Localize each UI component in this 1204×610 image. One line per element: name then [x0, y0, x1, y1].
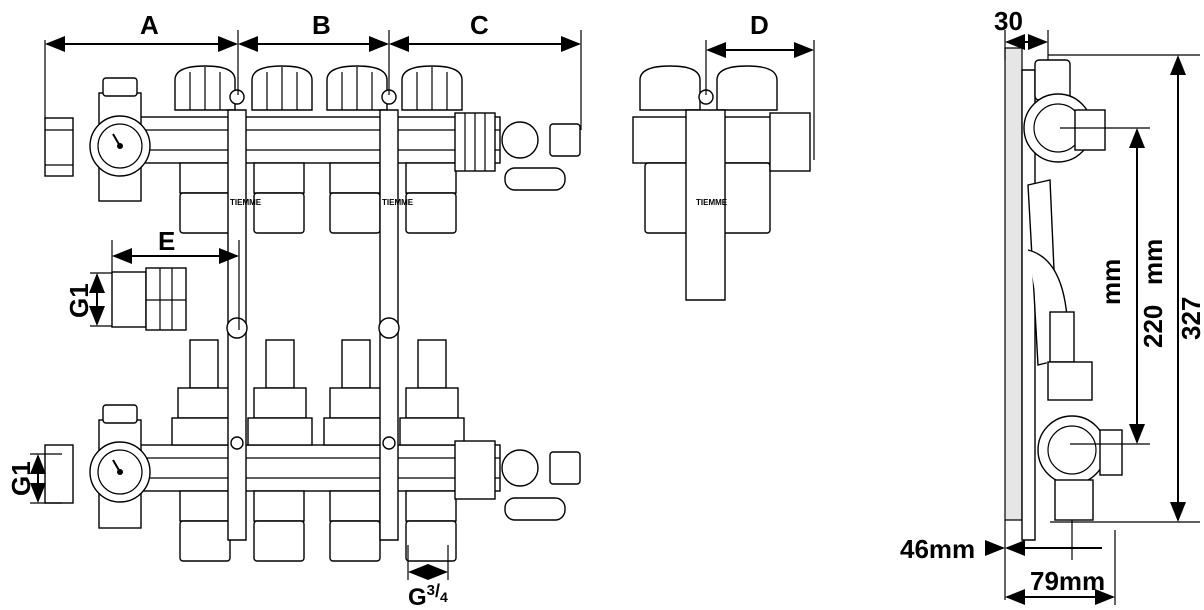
dimension-30-label: 30	[994, 6, 1023, 36]
brand-mark: TIEMME	[230, 198, 262, 207]
side-dimensions: 30 327 mm 220 mm 46mm 79mm	[900, 6, 1204, 605]
dimension-b-label: B	[312, 10, 331, 40]
dimension-220-label: 220	[1138, 305, 1168, 348]
dimension-220-unit: mm	[1138, 239, 1168, 285]
brand-mark: TIEMME	[696, 198, 728, 207]
partial-view: TIEMME	[632, 65, 811, 301]
thread-g1-top-label: G1	[64, 283, 94, 318]
thread-g1-bottom-label: G1	[6, 461, 36, 496]
dimension-a-label: A	[140, 10, 159, 40]
side-view	[1004, 47, 1123, 541]
dimension-79-label: 79mm	[1030, 566, 1105, 596]
return-manifold	[44, 339, 581, 562]
thread-g34-label: G3/4	[408, 581, 448, 610]
dimension-327-unit: mm	[1096, 259, 1126, 305]
dimension-c-label: C	[470, 10, 489, 40]
brand-mark: TIEMME	[382, 198, 414, 207]
mounting-brackets: TIEMME TIEMME	[226, 89, 414, 541]
dimension-e-label: E	[158, 226, 175, 256]
dimension-46-label: 46mm	[900, 534, 975, 564]
dimension-327-label: 327	[1176, 297, 1204, 340]
fitting-detail	[111, 267, 187, 331]
front-dimensions: A B C D E G1 G1 G3/4	[6, 10, 815, 610]
dimension-d-label: D	[750, 10, 769, 40]
supply-manifold	[44, 65, 581, 234]
